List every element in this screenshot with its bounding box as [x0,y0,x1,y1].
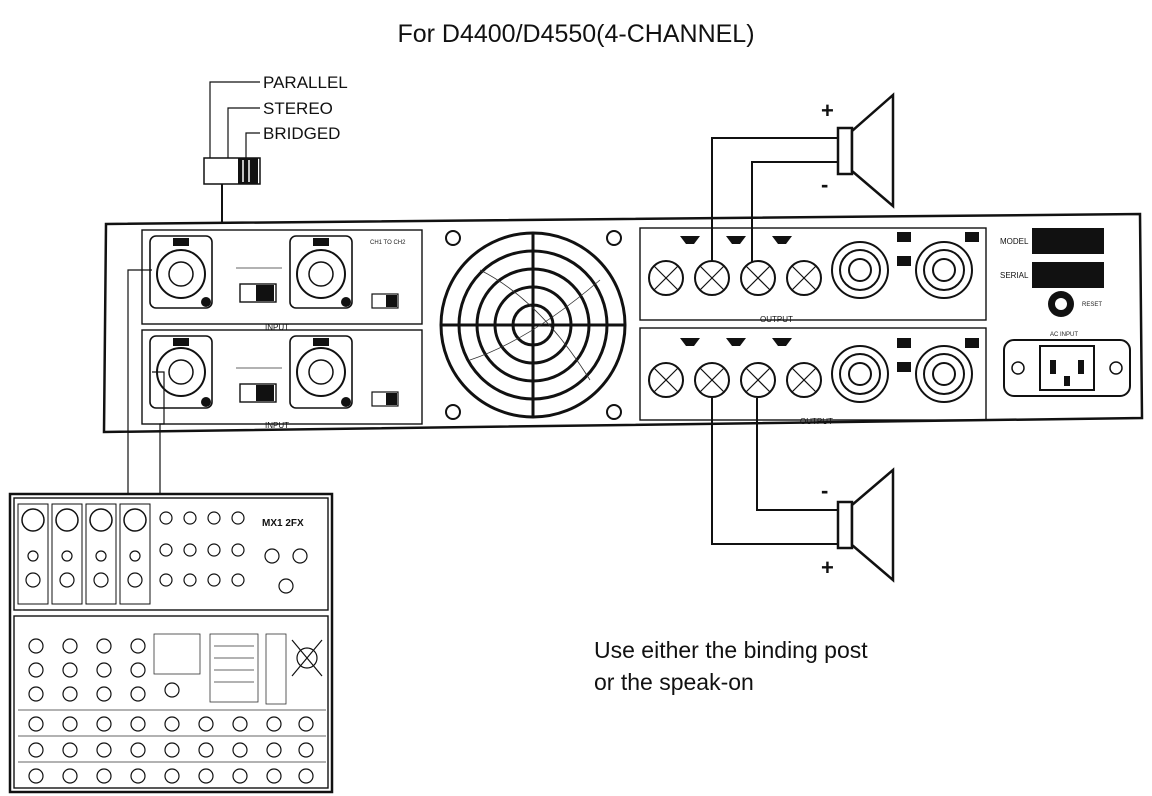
top-speaker-wiring [711,137,840,262]
combo-jack-icon [289,335,353,409]
serial-label: SERIAL [1000,271,1029,280]
input-cables [127,269,165,494]
mode-bridged-label: BRIDGED [263,124,340,143]
bottom-speaker-wiring [711,398,840,545]
binding-post-icon [648,260,684,296]
input-section: INPUT INPUT [141,229,423,430]
output-label-bottom: OUTPUT [800,417,833,426]
combo-jack-icon [149,235,213,309]
top-speaker-plus: + [821,98,834,123]
top-speaker-icon [836,92,895,209]
model-plate [1032,228,1104,254]
bottom-speaker-minus: - [821,478,828,503]
output-label-top: OUTPUT [760,315,793,324]
fan-grille-icon [439,230,627,420]
input-label-top: INPUT [265,323,289,332]
bottom-speaker-plus: + [821,555,834,580]
mixer-model-label: MX1 2FX [262,518,304,529]
binding-post-icon [740,260,776,296]
binding-post-icon [740,362,776,398]
mixer-knob-grid [18,633,326,784]
diagram-title: For D4400/D4550(4-CHANNEL) [397,20,754,48]
binding-post-icon [694,260,730,296]
binding-post-icon [648,362,684,398]
ac-input-label: AC INPUT [1050,332,1078,338]
amplifier-rear-panel: INPUT INPUT [102,212,1144,434]
speakon-connector-icon [831,345,889,403]
combo-jack-icon [149,335,213,409]
combo-jack-icon [289,235,353,309]
rear-info-area: MODEL SERIAL RESET AC INPUT [1000,228,1131,397]
speakon-connector-icon [915,241,973,299]
usage-note-line-2: or the speak-on [594,669,754,695]
mode-stereo-label: STEREO [263,99,333,118]
serial-plate [1032,262,1104,288]
binding-post-icon [786,260,822,296]
ac-inlet-icon [1003,339,1131,397]
input-label-bottom: INPUT [265,421,289,430]
usage-note-line-1: Use either the binding post [594,637,868,663]
mixer-icon: MX1 2FX [8,492,334,794]
model-label: MODEL [1000,237,1029,246]
bottom-speaker-icon [836,467,895,583]
output-section: OUTPUT OUTPUT [639,227,987,426]
top-speaker-minus: - [821,172,828,197]
reset-label: RESET [1082,302,1102,308]
mode-parallel-label: PARALLEL [263,73,348,92]
binding-post-icon [694,362,730,398]
binding-post-icon [786,362,822,398]
speakon-connector-icon [915,345,973,403]
speakon-connector-icon [831,241,889,299]
limiter-label: CH1 TO CH2 [370,240,406,246]
